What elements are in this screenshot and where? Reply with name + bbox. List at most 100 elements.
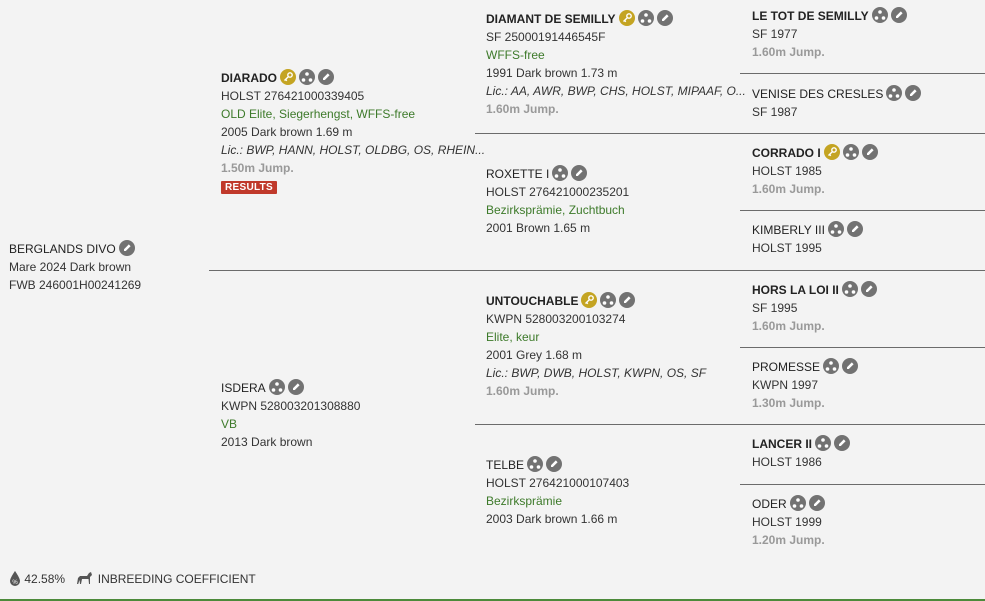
g3-node: LANCER II HOLST 1986 <box>752 435 850 471</box>
key-icon[interactable] <box>823 144 840 160</box>
g3-name[interactable]: CORRADO I <box>752 146 821 160</box>
pedigree-tree-icon[interactable] <box>268 379 285 395</box>
dam-dam-birth: 2003 Dark brown 1.66 m <box>486 512 618 526</box>
key-icon[interactable] <box>618 10 635 26</box>
g3-name[interactable]: PROMESSE <box>752 360 821 374</box>
inbreeding-bar: % 42.58% INBREEDING COEFFICIENT <box>9 570 256 591</box>
pencil-edit-icon[interactable] <box>656 10 673 26</box>
dam-sire-name[interactable]: UNTOUCHABLE <box>486 294 579 308</box>
dam-sire-sport-level: 1.60m Jump. <box>486 384 559 398</box>
key-icon[interactable] <box>581 292 598 308</box>
dam-node: ISDERA KWPN 528003201308880 VB 2013 Dark… <box>221 379 360 451</box>
pedigree-tree-icon[interactable] <box>552 165 569 181</box>
pedigree-tree-icon[interactable] <box>871 7 888 23</box>
sire-dam-registration: HOLST 276421000235201 <box>486 185 630 199</box>
dam-sire-registration: KWPN 528003200103274 <box>486 312 626 326</box>
g3-node: CORRADO I HOLST 1985 1.60m Jump. <box>752 144 878 198</box>
pencil-edit-icon[interactable] <box>860 281 877 297</box>
sire-birth: 2005 Dark brown 1.69 m <box>221 125 353 139</box>
divider <box>740 210 985 211</box>
sire-node: DIARADO HOLST 276421000339405 OLD Elite,… <box>221 69 485 195</box>
pencil-edit-icon[interactable] <box>842 358 859 374</box>
dam-sire-licences: Lic.: BWP, DWB, HOLST, KWPN, OS, SF <box>486 366 707 380</box>
sire-dam-name[interactable]: ROXETTE I <box>486 167 550 181</box>
sire-dam-node: ROXETTE I HOLST 276421000235201 Bezirksp… <box>486 165 629 237</box>
subject-info: Mare 2024 Dark brown <box>9 260 132 274</box>
g3-node: PROMESSE KWPN 1997 1.30m Jump. <box>752 358 859 412</box>
sire-dam-birth: 2001 Brown 1.65 m <box>486 221 591 235</box>
pencil-edit-icon[interactable] <box>834 435 850 451</box>
pedigree-tree-icon[interactable] <box>827 221 844 237</box>
horse-icon <box>74 570 94 591</box>
g3-registration: SF 1995 <box>752 301 798 315</box>
pencil-edit-icon[interactable] <box>890 7 907 23</box>
subject-horse: BERGLANDS DIVO Mare 2024 Dark brown FWB … <box>9 240 141 294</box>
subject-name[interactable]: BERGLANDS DIVO <box>9 242 116 256</box>
g3-name[interactable]: ODER <box>752 497 787 511</box>
pedigree-tree-icon[interactable] <box>842 144 859 160</box>
pedigree-tree-icon[interactable] <box>600 292 617 308</box>
sire-registration: HOLST 276421000339405 <box>221 89 365 103</box>
g3-node: KIMBERLY III HOLST 1995 <box>752 221 863 257</box>
divider <box>209 270 985 271</box>
sire-licences: Lic.: BWP, HANN, HOLST, OLDBG, OS, RHEIN… <box>221 143 486 157</box>
pencil-edit-icon[interactable] <box>571 165 588 181</box>
g3-sport-level: 1.30m Jump. <box>752 396 825 410</box>
sire-sire-registration: SF 25000191446545F <box>486 30 606 44</box>
g3-name[interactable]: VENISE DES CRESLES <box>752 87 884 101</box>
g3-node: HORS LA LOI II SF 1995 1.60m Jump. <box>752 281 877 335</box>
pencil-edit-icon[interactable] <box>846 221 863 237</box>
g3-registration: HOLST 1985 <box>752 164 822 178</box>
inbreeding-label: INBREEDING COEFFICIENT <box>97 572 256 586</box>
g3-name[interactable]: KIMBERLY III <box>752 223 825 237</box>
g3-node: LE TOT DE SEMILLY SF 1977 1.60m Jump. <box>752 7 907 61</box>
dam-dam-node: TELBE HOLST 276421000107403 Bezirksprämi… <box>486 456 629 528</box>
pedigree-tree-icon[interactable] <box>886 85 903 101</box>
pencil-edit-icon[interactable] <box>118 240 135 256</box>
pencil-edit-icon[interactable] <box>905 85 922 101</box>
pedigree-tree-icon[interactable] <box>789 495 806 511</box>
dam-dam-name[interactable]: TELBE <box>486 458 525 472</box>
pedigree-tree-icon[interactable] <box>841 281 858 297</box>
key-icon[interactable] <box>280 69 296 85</box>
pedigree-tree-icon[interactable] <box>637 10 654 26</box>
dam-sire-titles: Elite, keur <box>486 330 540 344</box>
g3-registration: HOLST 1999 <box>752 515 822 529</box>
g3-sport-level: 1.60m Jump. <box>752 319 825 333</box>
pedigree-tree-icon[interactable] <box>815 435 831 451</box>
divider <box>475 133 985 134</box>
pedigree-tree-icon[interactable] <box>527 456 544 472</box>
g3-name[interactable]: HORS LA LOI II <box>752 283 839 297</box>
g3-node: VENISE DES CRESLES SF 1987 <box>752 85 922 121</box>
bottom-accent-line <box>0 599 985 601</box>
sire-sire-birth: 1991 Dark brown 1.73 m <box>486 66 618 80</box>
dam-dam-registration: HOLST 276421000107403 <box>486 476 630 490</box>
divider <box>740 73 985 74</box>
pencil-edit-icon[interactable] <box>808 495 825 511</box>
dam-registration: KWPN 528003201308880 <box>221 399 361 413</box>
pencil-edit-icon[interactable] <box>619 292 636 308</box>
pedigree-tree-icon[interactable] <box>299 69 315 85</box>
g3-node: ODER HOLST 1999 1.20m Jump. <box>752 495 825 549</box>
drop-percent-icon: % <box>9 570 21 591</box>
pencil-edit-icon[interactable] <box>287 379 304 395</box>
pedigree-tree-icon[interactable] <box>823 358 840 374</box>
results-button[interactable]: RESULTS <box>221 181 278 194</box>
dam-sire-birth: 2001 Grey 1.68 m <box>486 348 583 362</box>
subject-reg: FWB 246001H00241269 <box>9 278 142 292</box>
pencil-edit-icon[interactable] <box>861 144 878 160</box>
sire-name[interactable]: DIARADO <box>221 71 277 85</box>
divider <box>475 424 985 425</box>
sire-sire-titles: WFFS-free <box>486 48 545 62</box>
g3-registration: HOLST 1995 <box>752 241 822 255</box>
g3-name[interactable]: LANCER II <box>752 437 812 451</box>
pencil-edit-icon[interactable] <box>318 69 334 85</box>
sire-sire-name[interactable]: DIAMANT DE SEMILLY <box>486 12 616 26</box>
pencil-edit-icon[interactable] <box>546 456 563 472</box>
g3-name[interactable]: LE TOT DE SEMILLY <box>752 9 869 23</box>
sire-sire-node: DIAMANT DE SEMILLY SF 25000191446545F WF… <box>486 10 746 118</box>
g3-registration: SF 1977 <box>752 27 798 41</box>
dam-name[interactable]: ISDERA <box>221 381 266 395</box>
sire-sport-level: 1.50m Jump. <box>221 161 294 175</box>
